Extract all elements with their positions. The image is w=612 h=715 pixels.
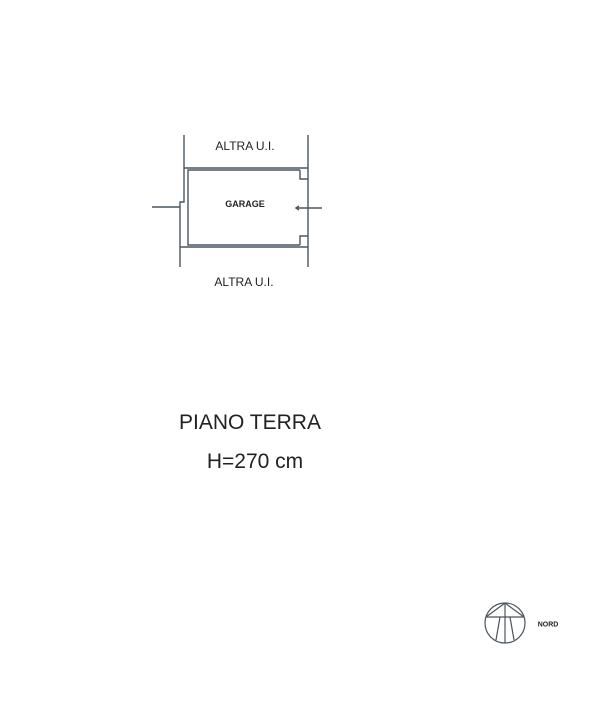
arrow-head bbox=[294, 205, 300, 211]
compass-label: NORD bbox=[537, 621, 559, 629]
bottom-neighbor-label: ALTRA U.I. bbox=[214, 275, 274, 289]
garage-inner-outline bbox=[187, 169, 300, 246]
pillar-bottom bbox=[299, 235, 308, 245]
pillar-top bbox=[299, 170, 308, 180]
floor-name: PIANO TERRA bbox=[179, 411, 321, 434]
room-label: GARAGE bbox=[225, 199, 265, 209]
north-compass-icon bbox=[484, 602, 526, 644]
top-neighbor-label: ALTRA U.I. bbox=[215, 139, 275, 153]
floor-height: H=270 cm bbox=[206, 450, 304, 473]
